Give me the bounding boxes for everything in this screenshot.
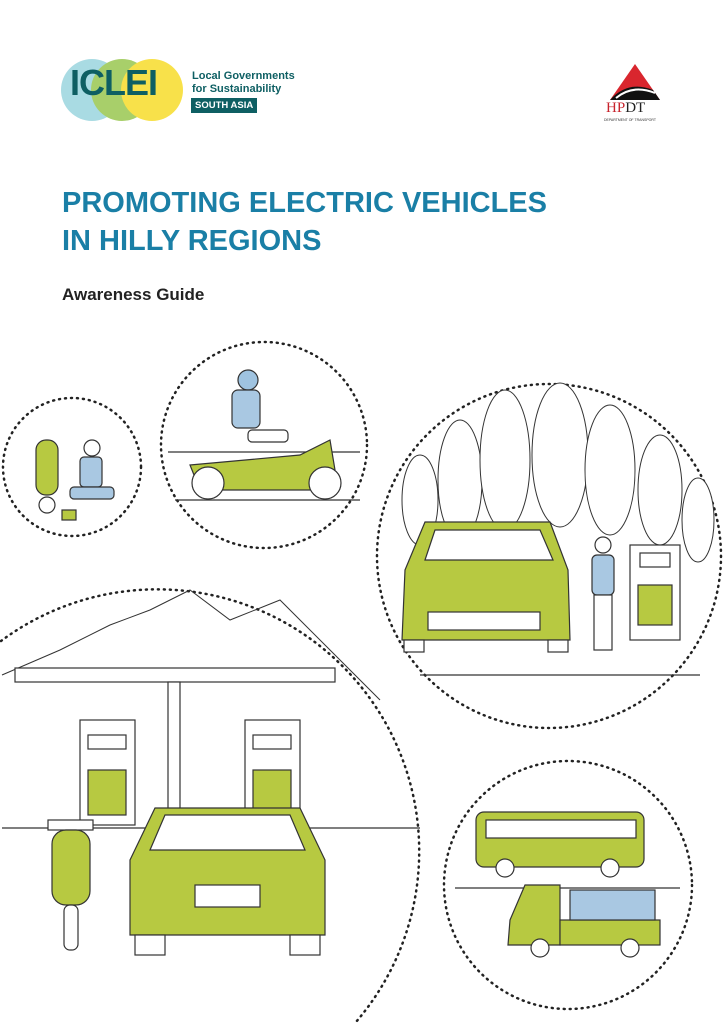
charging-station-circle — [0, 588, 421, 1024]
hpdt-subtitle: DEPARTMENT OF TRANSPORT — [604, 118, 656, 122]
hpdt-triangle-icon — [610, 64, 660, 100]
scooter-rider-circle — [159, 340, 369, 550]
page-subtitle: Awareness Guide — [62, 285, 205, 304]
green-car-icon — [401, 521, 571, 653]
scooter-rider-icon — [168, 369, 360, 501]
bus-truck-circle — [442, 759, 694, 1011]
trees-icon — [401, 382, 715, 563]
green-car-front-icon — [129, 807, 326, 956]
iclei-circles-icon — [61, 59, 183, 121]
page-title: PROMOTING ELECTRIC VEHICLES IN HILLY REG… — [62, 184, 547, 260]
electric-bus-icon — [455, 811, 680, 889]
mountains-icon — [1, 589, 381, 701]
iclei-tagline-2: for Sustainability — [192, 83, 282, 95]
charging-attendant-icon — [420, 536, 700, 676]
charging-car-circle — [375, 382, 723, 730]
parked-scooter-icon — [47, 819, 94, 951]
title-line-1: PROMOTING ELECTRIC VEHICLES — [62, 187, 547, 219]
iclei-region-badge: SOUTH ASIA — [191, 98, 258, 113]
electric-truck-icon — [507, 884, 661, 958]
mechanic-circle — [1, 396, 143, 538]
title-line-2: IN HILLY REGIONS — [62, 225, 322, 257]
mechanic-scooter-icon — [35, 439, 115, 521]
iclei-tagline-1: Local Governments — [192, 70, 295, 82]
iclei-wordmark: ICLEI — [70, 62, 158, 103]
charging-station-icon — [2, 667, 420, 829]
hpdt-wordmark-a: HP — [606, 100, 626, 116]
hpdt-wordmark-b: DT — [625, 100, 646, 116]
